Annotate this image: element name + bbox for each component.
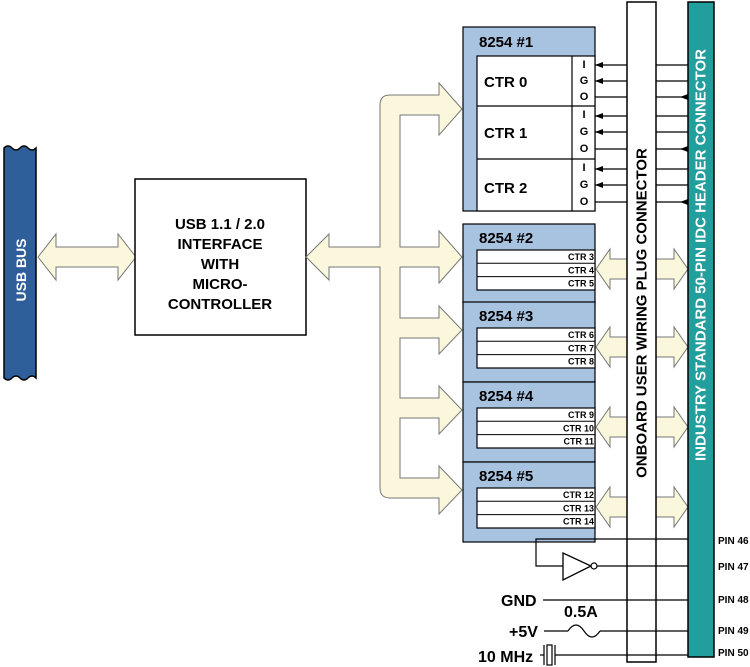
- chip1-title: 8254 #1: [479, 34, 533, 51]
- chip-8254-4: 8254 #4 CTR 9 CTR 10 CTR 11: [462, 381, 596, 463]
- chip2-counter-label: CTR 5: [568, 279, 594, 289]
- chip4-counter-label: CTR 9: [568, 410, 594, 420]
- chip-8254-3: 8254 #3 CTR 6 CTR 7 CTR 8: [462, 301, 596, 383]
- chip5-counter-label: CTR 14: [563, 517, 594, 527]
- chip1-ctr1-label: CTR 1: [484, 125, 527, 142]
- interface-line-2: INTERFACE: [177, 236, 262, 253]
- chip-8254-1: 8254 #1 CTR 0 CTR 1 CTR 2 I G O I G O I …: [462, 26, 596, 212]
- chip1-ctr0-pin-g: G: [580, 75, 589, 87]
- chip5-counter-label: CTR 13: [563, 503, 594, 513]
- chip4-counter-label: CTR 11: [563, 437, 594, 447]
- plus5v-label: +5V: [509, 624, 538, 641]
- fuse-label: 0.5A: [564, 604, 598, 621]
- usb-bus-label: USB BUS: [13, 238, 29, 301]
- chip1-ctr0-label: CTR 0: [484, 74, 527, 91]
- chip3-title: 8254 #3: [479, 308, 533, 325]
- onboard-connector-label: ONBOARD USER WIRING PLUG CONNECTOR: [634, 148, 651, 478]
- header-connector: INDUSTRY STANDARD 50-PIN IDC HEADER CONN…: [687, 1, 715, 658]
- chip2-counter-label: CTR 3: [568, 252, 594, 262]
- interface-box: USB 1.1 / 2.0 INTERFACE WITH MICRO- CONT…: [134, 178, 307, 336]
- inverter-circuit: [535, 538, 688, 582]
- chip1-ctr1-pin-i: I: [582, 109, 585, 121]
- chip-8254-2: 8254 #2 CTR 3 CTR 4 CTR 5: [462, 223, 596, 305]
- chip5-counter-label: CTR 12: [563, 490, 594, 500]
- chip1-ctr1-pin-g: G: [580, 126, 589, 138]
- chip2-title: 8254 #2: [479, 230, 533, 247]
- usb-bus-shape: [3, 145, 37, 381]
- onboard-connector: ONBOARD USER WIRING PLUG CONNECTOR: [626, 1, 657, 663]
- chip1-ctr2-label: CTR 2: [484, 180, 527, 197]
- interface-line-5: CONTROLLER: [168, 296, 272, 313]
- chip4-title: 8254 #4: [479, 388, 534, 405]
- pin-50-label: PIN 50: [718, 648, 749, 659]
- crystal-symbol: [546, 644, 553, 666]
- chip1-ctr2-pin-i: I: [582, 162, 585, 174]
- interface-line-1: USB 1.1 / 2.0: [175, 216, 265, 233]
- interface-line-4: MICRO-: [193, 276, 248, 293]
- pin-48-label: PIN 48: [718, 595, 749, 606]
- pin-47-label: PIN 47: [718, 562, 749, 573]
- chip1-ctr2-pin-o: O: [580, 196, 589, 208]
- chip-8254-5: 8254 #5 CTR 12 CTR 13 CTR 14: [462, 461, 596, 543]
- chip3-counter-label: CTR 8: [568, 357, 594, 367]
- chip4-counter-label: CTR 10: [563, 423, 594, 433]
- fuse-symbol: [567, 624, 601, 638]
- chip1-ctr0-pin-o: O: [580, 91, 589, 103]
- inverter-symbol: [562, 551, 593, 582]
- chip2-counter-label: CTR 4: [568, 265, 594, 275]
- interface-line-3: WITH: [201, 256, 239, 273]
- usb-interface-double-arrow: [37, 232, 137, 282]
- chip3-counter-label: CTR 6: [568, 330, 594, 340]
- chip3-counter-label: CTR 7: [568, 343, 594, 353]
- plus5v-line: +5V 0.5A: [509, 604, 688, 641]
- gnd-line: GND: [501, 593, 688, 610]
- chip5-title: 8254 #5: [479, 468, 533, 485]
- usb-bus: USB BUS: [3, 145, 37, 381]
- small-chips: 8254 #2 CTR 3 CTR 4 CTR 5 8254 #3 CTR 6 CTR 7 C…: [462, 223, 689, 543]
- chip1-ctr1-pin-o: O: [580, 143, 589, 155]
- header-connector-label: INDUSTRY STANDARD 50-PIN IDC HEADER CONN…: [693, 49, 710, 461]
- gnd-label: GND: [501, 593, 537, 610]
- clock-line: 10 MHz: [478, 644, 688, 666]
- pin-49-label: PIN 49: [718, 626, 749, 637]
- chip1-ctr2-pin-g: G: [580, 179, 589, 191]
- chip1-ctr0-pin-i: I: [582, 59, 585, 71]
- pin-46-label: PIN 46: [718, 536, 749, 547]
- internal-bus-arrows: [305, 81, 463, 516]
- clock-label: 10 MHz: [478, 649, 533, 666]
